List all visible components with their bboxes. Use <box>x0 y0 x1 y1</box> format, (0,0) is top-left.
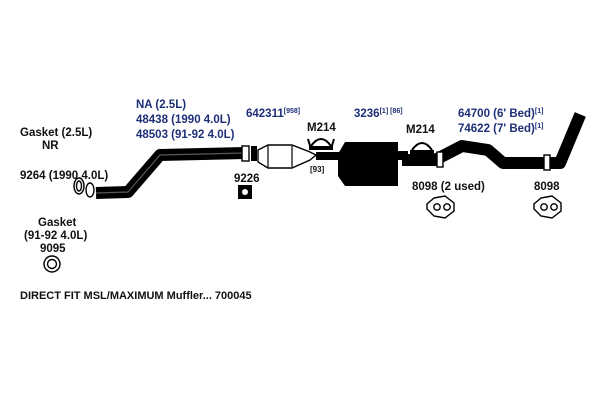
label-74622-ref: [1] <box>535 123 544 130</box>
label-gasket-91-range: (91-92 4.0L) <box>24 230 87 242</box>
label-64700: 64700 (6' Bed)[1] <box>458 108 543 120</box>
label-gasket-25: Gasket (2.5L) <box>20 127 92 139</box>
label-64700-ref: [1] <box>535 108 544 115</box>
label-8098: 8098 <box>534 181 560 193</box>
clamp-m214-left <box>307 138 335 150</box>
label-74622: 74622 (7' Bed)[1] <box>458 123 543 135</box>
label-8098-2-used: 8098 (2 used) <box>412 181 485 193</box>
label-9226: 9226 <box>234 173 260 185</box>
label-9095: 9095 <box>40 243 66 255</box>
hanger-8098-right <box>533 195 562 219</box>
label-9264: 9264 (1990 4.0L) <box>20 170 108 182</box>
label-gasket-91: Gasket <box>38 217 77 229</box>
label-ref-93: [93] <box>310 165 325 174</box>
gasket-9095 <box>43 255 61 273</box>
label-gasket-25-nr: NR <box>42 140 59 152</box>
catalytic-converter-642311 <box>257 144 340 169</box>
label-48503: 48503 (91-92 4.0L) <box>136 129 235 141</box>
gasket-9264 <box>73 177 95 198</box>
label-642311-ref: [958] <box>284 108 300 115</box>
connector-9226 <box>241 145 257 162</box>
tailpipe-64700 <box>402 112 586 171</box>
muffler-3236 <box>338 142 408 186</box>
label-na-25: NA (2.5L) <box>136 99 186 111</box>
block-9226 <box>238 185 252 199</box>
label-642311-number: 642311 <box>246 108 284 120</box>
clamp-m214-right <box>410 142 434 154</box>
label-3236-ref1: [1] <box>380 108 389 115</box>
front-pipe <box>95 147 246 199</box>
label-642311: 642311[958] <box>246 108 300 120</box>
footer-muffler-note: DIRECT FIT MSL/MAXIMUM Muffler... 700045 <box>20 290 252 302</box>
label-48438: 48438 (1990 4.0L) <box>136 114 231 126</box>
label-m214-left: M214 <box>307 122 336 134</box>
label-74622-number: 74622 (7' Bed) <box>458 123 535 135</box>
label-3236-number: 3236 <box>354 108 380 120</box>
label-m214-right: M214 <box>406 124 435 136</box>
label-64700-number: 64700 (6' Bed) <box>458 108 535 120</box>
label-3236: 3236[1][86] <box>354 108 403 120</box>
label-3236-ref2: [86] <box>390 108 402 115</box>
hanger-8098-left <box>426 195 455 219</box>
